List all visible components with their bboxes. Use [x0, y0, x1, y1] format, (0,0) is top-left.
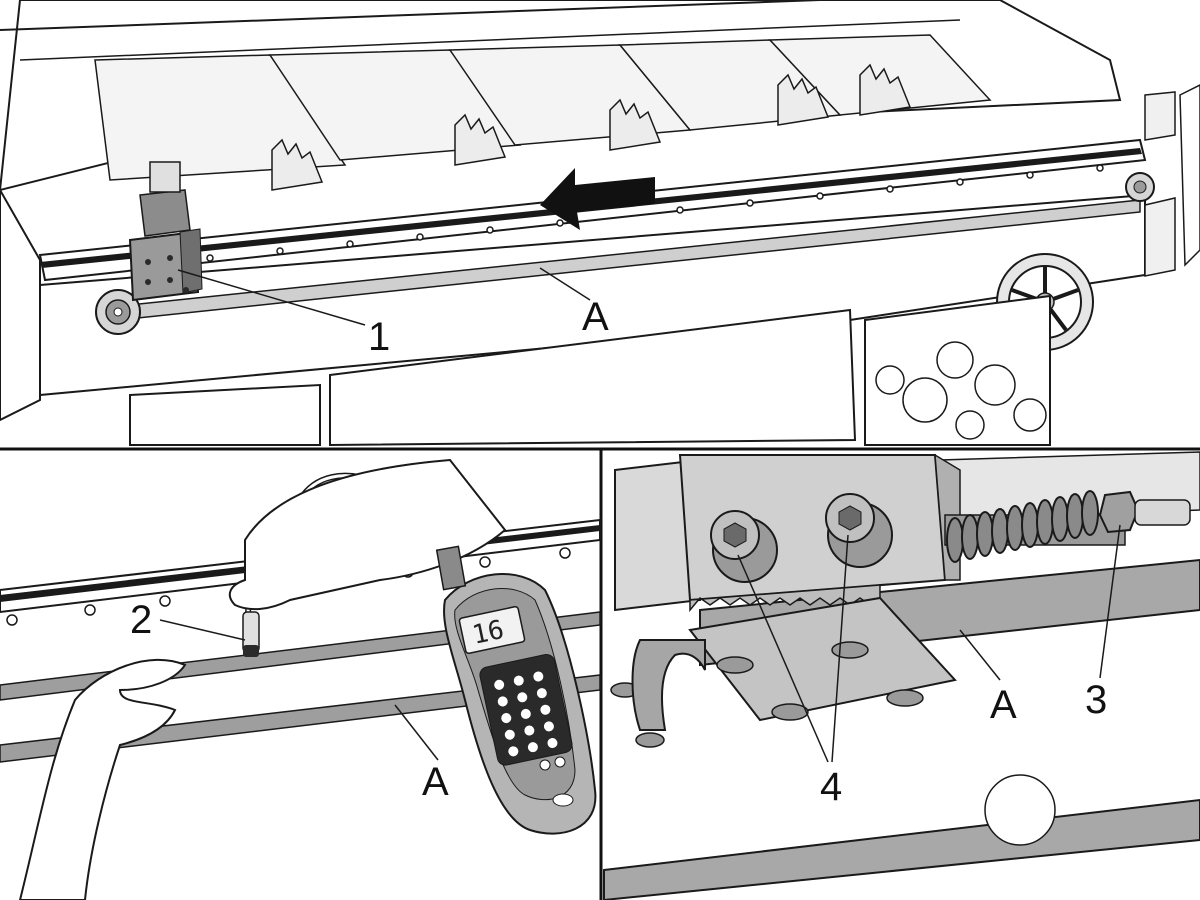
callout-leader-3	[1099, 524, 1121, 679]
callout-leader-4b	[831, 534, 849, 763]
callout-leader-2	[159, 619, 246, 641]
rail-holes	[206, 164, 1104, 262]
sheet-fingers	[271, 63, 912, 191]
svg-text:16: 16	[470, 615, 507, 651]
callout-label-4: 4	[820, 765, 842, 809]
callout-leader-1	[177, 269, 366, 326]
callout-label-2: 2	[130, 598, 152, 642]
marker-pen	[242, 611, 260, 657]
spring-assembly	[944, 490, 1191, 563]
callout-label-1: 1	[368, 315, 390, 359]
top-panel: 1 A	[0, 0, 1200, 447]
callout-leader-A-right	[959, 629, 1001, 681]
pendant-display: 16	[458, 605, 526, 655]
pendant-keypad	[479, 653, 573, 766]
handheld-pendant: 16	[435, 545, 597, 835]
callout-label-A-left: A	[422, 760, 449, 804]
bottom-right-panel: 4 A 3	[603, 451, 1200, 900]
hood-plates	[94, 34, 992, 181]
callout-leader-4a	[737, 554, 829, 763]
frame-cutouts	[875, 341, 1047, 440]
callout-label-3: 3	[1085, 678, 1107, 722]
left-pulley	[95, 289, 141, 335]
hand-top	[228, 458, 507, 611]
callout-label-A-right: A	[990, 683, 1017, 727]
hand-bottom	[18, 658, 187, 900]
callout-leader-A-top	[539, 267, 591, 301]
socket-head-screws	[710, 493, 893, 583]
right-pulley	[1125, 172, 1155, 202]
base-screws	[610, 641, 924, 748]
callout-leader-A-left	[394, 704, 439, 761]
bottom-left-panel: 16 2 A	[0, 458, 601, 900]
callout-label-A-top: A	[582, 295, 609, 339]
direction-arrow-left	[540, 168, 655, 230]
carriage	[128, 161, 203, 302]
